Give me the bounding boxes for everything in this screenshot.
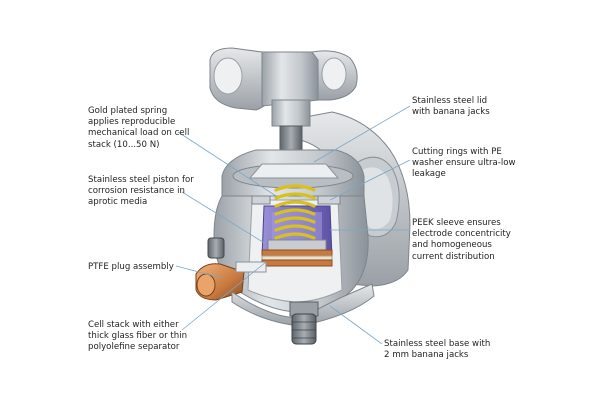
label-ptfe-plug: PTFE plug assembly [88,262,174,272]
t-handle-knob [209,47,358,163]
label-cell-stack: Cell stack with either thick glass fiber… [88,320,188,353]
label-cutting-rings: Cutting rings with PE washer ensure ultr… [412,147,516,180]
leader-ptfe [175,265,223,279]
ptfe-plug [195,261,267,301]
leader-base [329,305,383,345]
leader-lines [175,105,411,345]
leader-piston [181,191,267,245]
leader-lid [313,105,411,163]
bottom-banana-jack [289,301,319,345]
piston [261,239,333,267]
label-lid: Stainless steel lid with banana jacks [412,96,490,118]
label-gold-spring: Gold plated spring applies reproducible … [88,106,190,150]
leader-rings [329,159,411,201]
lid [221,149,365,197]
leader-stack [181,261,267,331]
base [231,283,375,327]
leader-spring [177,131,277,197]
left-banana-jack [207,237,225,259]
label-base: Stainless steel base with 2 mm banana ja… [384,339,491,361]
label-piston: Stainless steel piston for corrosion res… [88,175,194,208]
cutting-rings [251,195,341,205]
label-peek-sleeve: PEEK sleeve ensures electrode concentric… [412,218,511,262]
gold-spring [274,184,316,240]
